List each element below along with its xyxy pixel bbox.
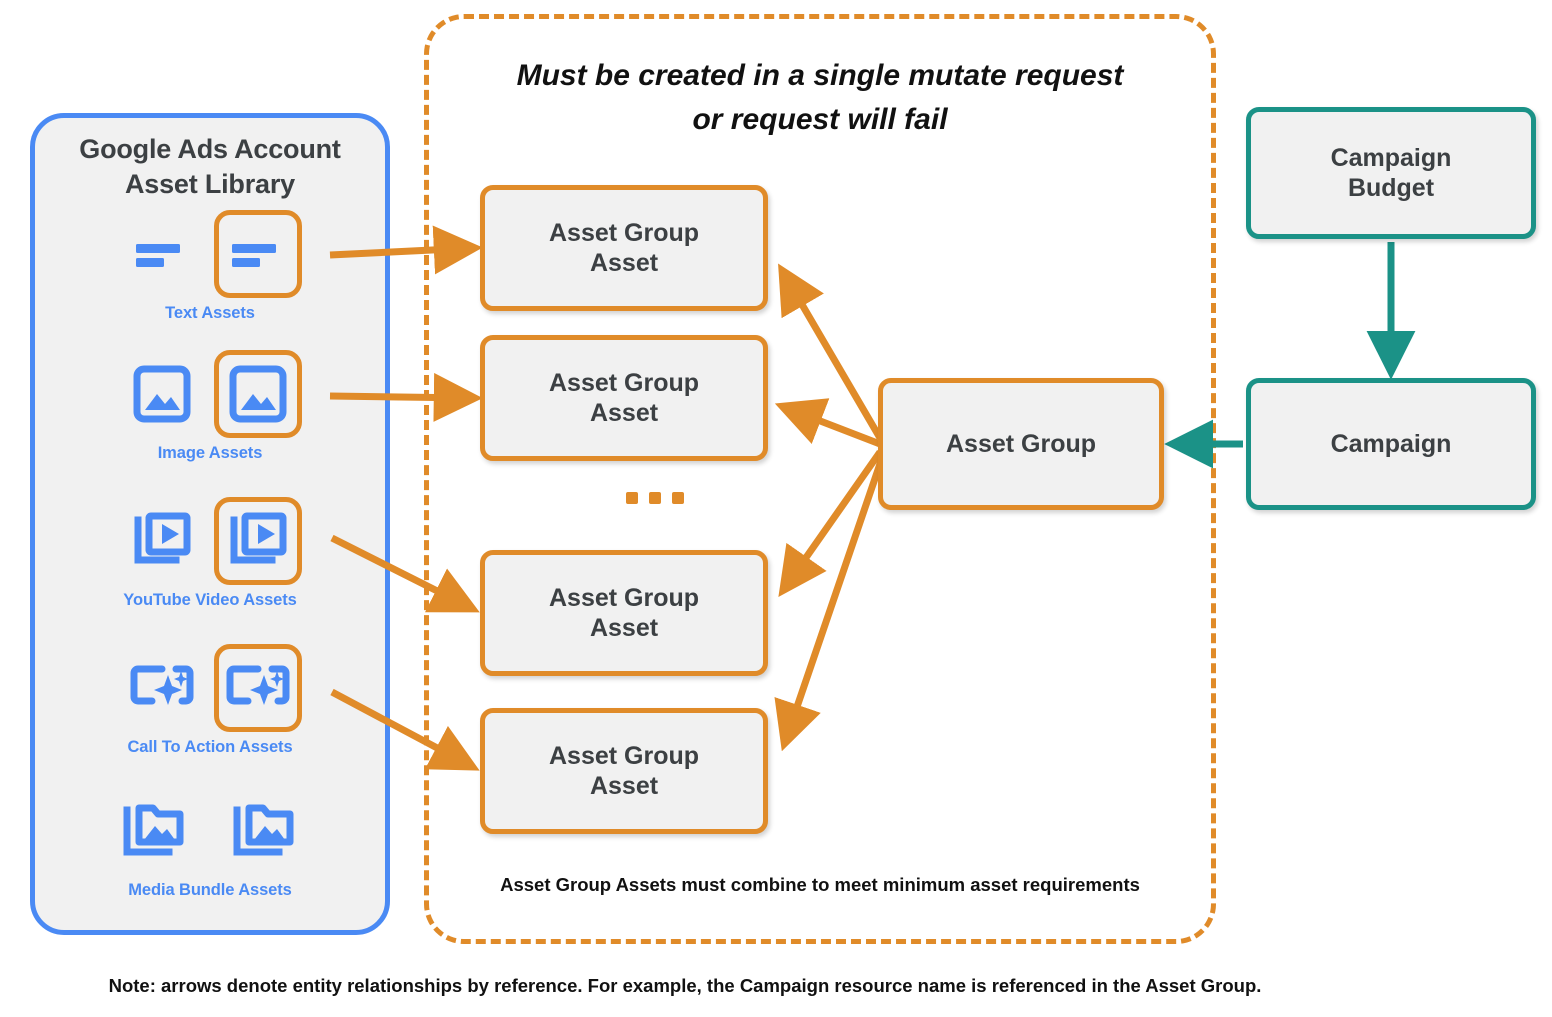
text-asset-icon-selected[interactable] bbox=[214, 210, 302, 298]
campaign-node[interactable]: Campaign bbox=[1246, 378, 1536, 510]
text-asset-icon-group bbox=[35, 206, 385, 302]
image-asset-icon-selected[interactable] bbox=[214, 350, 302, 438]
call-to-action-asset-icon-group bbox=[35, 640, 385, 736]
asset-library-caption-image: Image Assets bbox=[157, 444, 263, 462]
asset-library-item-media-bundle[interactable]: Media Bundle Assets bbox=[35, 783, 385, 900]
asset-library-caption-video: YouTube Video Assets bbox=[123, 591, 297, 609]
video-asset-icon bbox=[118, 497, 206, 585]
asset-library-caption-media-bundle: Media Bundle Assets bbox=[128, 881, 292, 899]
asset-library-title-line2: Asset Library bbox=[125, 168, 295, 199]
ellipsis-dot-2 bbox=[649, 492, 661, 504]
asset-library-title: Google Ads Account Asset Library bbox=[35, 132, 385, 201]
media-bundle-asset-icon-group bbox=[35, 783, 385, 879]
asset-group-asset-node-2-line1: Asset Group bbox=[548, 368, 700, 397]
mutate-panel-title-line2: or request will fail bbox=[692, 102, 948, 136]
mutate-panel-title: Must be created in a single mutate reque… bbox=[424, 54, 1216, 141]
media-bundle-asset-icon bbox=[111, 787, 199, 875]
asset-library-item-text[interactable]: Text Assets bbox=[35, 206, 385, 323]
asset-group-asset-node-4-line1: Asset Group bbox=[548, 741, 700, 770]
video-asset-icon-group bbox=[35, 493, 385, 589]
asset-library-title-line1: Google Ads Account bbox=[79, 134, 341, 164]
asset-group-asset-node-1-line1: Asset Group bbox=[548, 218, 700, 247]
asset-library-caption-cta: Call To Action Assets bbox=[127, 738, 293, 756]
diagram-bottom-note: Note: arrows denote entity relationships… bbox=[108, 975, 1262, 996]
asset-library-item-video[interactable]: YouTube Video Assets bbox=[35, 493, 385, 610]
mutate-panel-title-line1: Must be created in a single mutate reque… bbox=[516, 59, 1124, 92]
ellipsis-dot-1 bbox=[626, 492, 638, 504]
asset-group-asset-node-3-line1: Asset Group bbox=[548, 583, 700, 612]
asset-group-asset-node-3-line2: Asset bbox=[589, 614, 659, 642]
video-asset-icon-selected[interactable] bbox=[214, 497, 302, 585]
asset-group-asset-node-1-line2: Asset bbox=[589, 249, 659, 277]
text-asset-icon bbox=[118, 210, 206, 298]
campaign-budget-node-line1: Campaign bbox=[1330, 143, 1452, 172]
image-asset-icon-group bbox=[35, 346, 385, 442]
asset-group-asset-node-1[interactable]: Asset Group Asset bbox=[480, 185, 768, 311]
asset-group-node-label: Asset Group bbox=[945, 429, 1097, 458]
asset-group-asset-node-4[interactable]: Asset Group Asset bbox=[480, 708, 768, 834]
asset-library-caption-text: Text Assets bbox=[165, 304, 255, 322]
asset-group-asset-node-3[interactable]: Asset Group Asset bbox=[480, 550, 768, 676]
ellipsis-indicator bbox=[626, 492, 684, 504]
call-to-action-asset-icon-selected[interactable] bbox=[214, 644, 302, 732]
campaign-budget-node-line2: Budget bbox=[1347, 174, 1435, 202]
media-bundle-asset-icon-2 bbox=[221, 787, 309, 875]
asset-library-item-cta[interactable]: Call To Action Assets bbox=[35, 640, 385, 757]
asset-group-asset-node-2-line2: Asset bbox=[589, 399, 659, 427]
campaign-budget-node[interactable]: Campaign Budget bbox=[1246, 107, 1536, 239]
mutate-panel-footnote: Asset Group Assets must combine to meet … bbox=[500, 874, 1140, 895]
asset-library-panel: Google Ads Account Asset Library bbox=[30, 113, 390, 935]
ellipsis-dot-3 bbox=[672, 492, 684, 504]
call-to-action-asset-icon bbox=[118, 644, 206, 732]
asset-group-asset-node-2[interactable]: Asset Group Asset bbox=[480, 335, 768, 461]
asset-group-node[interactable]: Asset Group bbox=[878, 378, 1164, 510]
asset-group-asset-node-4-line2: Asset bbox=[589, 772, 659, 800]
asset-library-item-image[interactable]: Image Assets bbox=[35, 346, 385, 463]
image-asset-icon bbox=[118, 350, 206, 438]
campaign-node-label: Campaign bbox=[1330, 429, 1452, 458]
